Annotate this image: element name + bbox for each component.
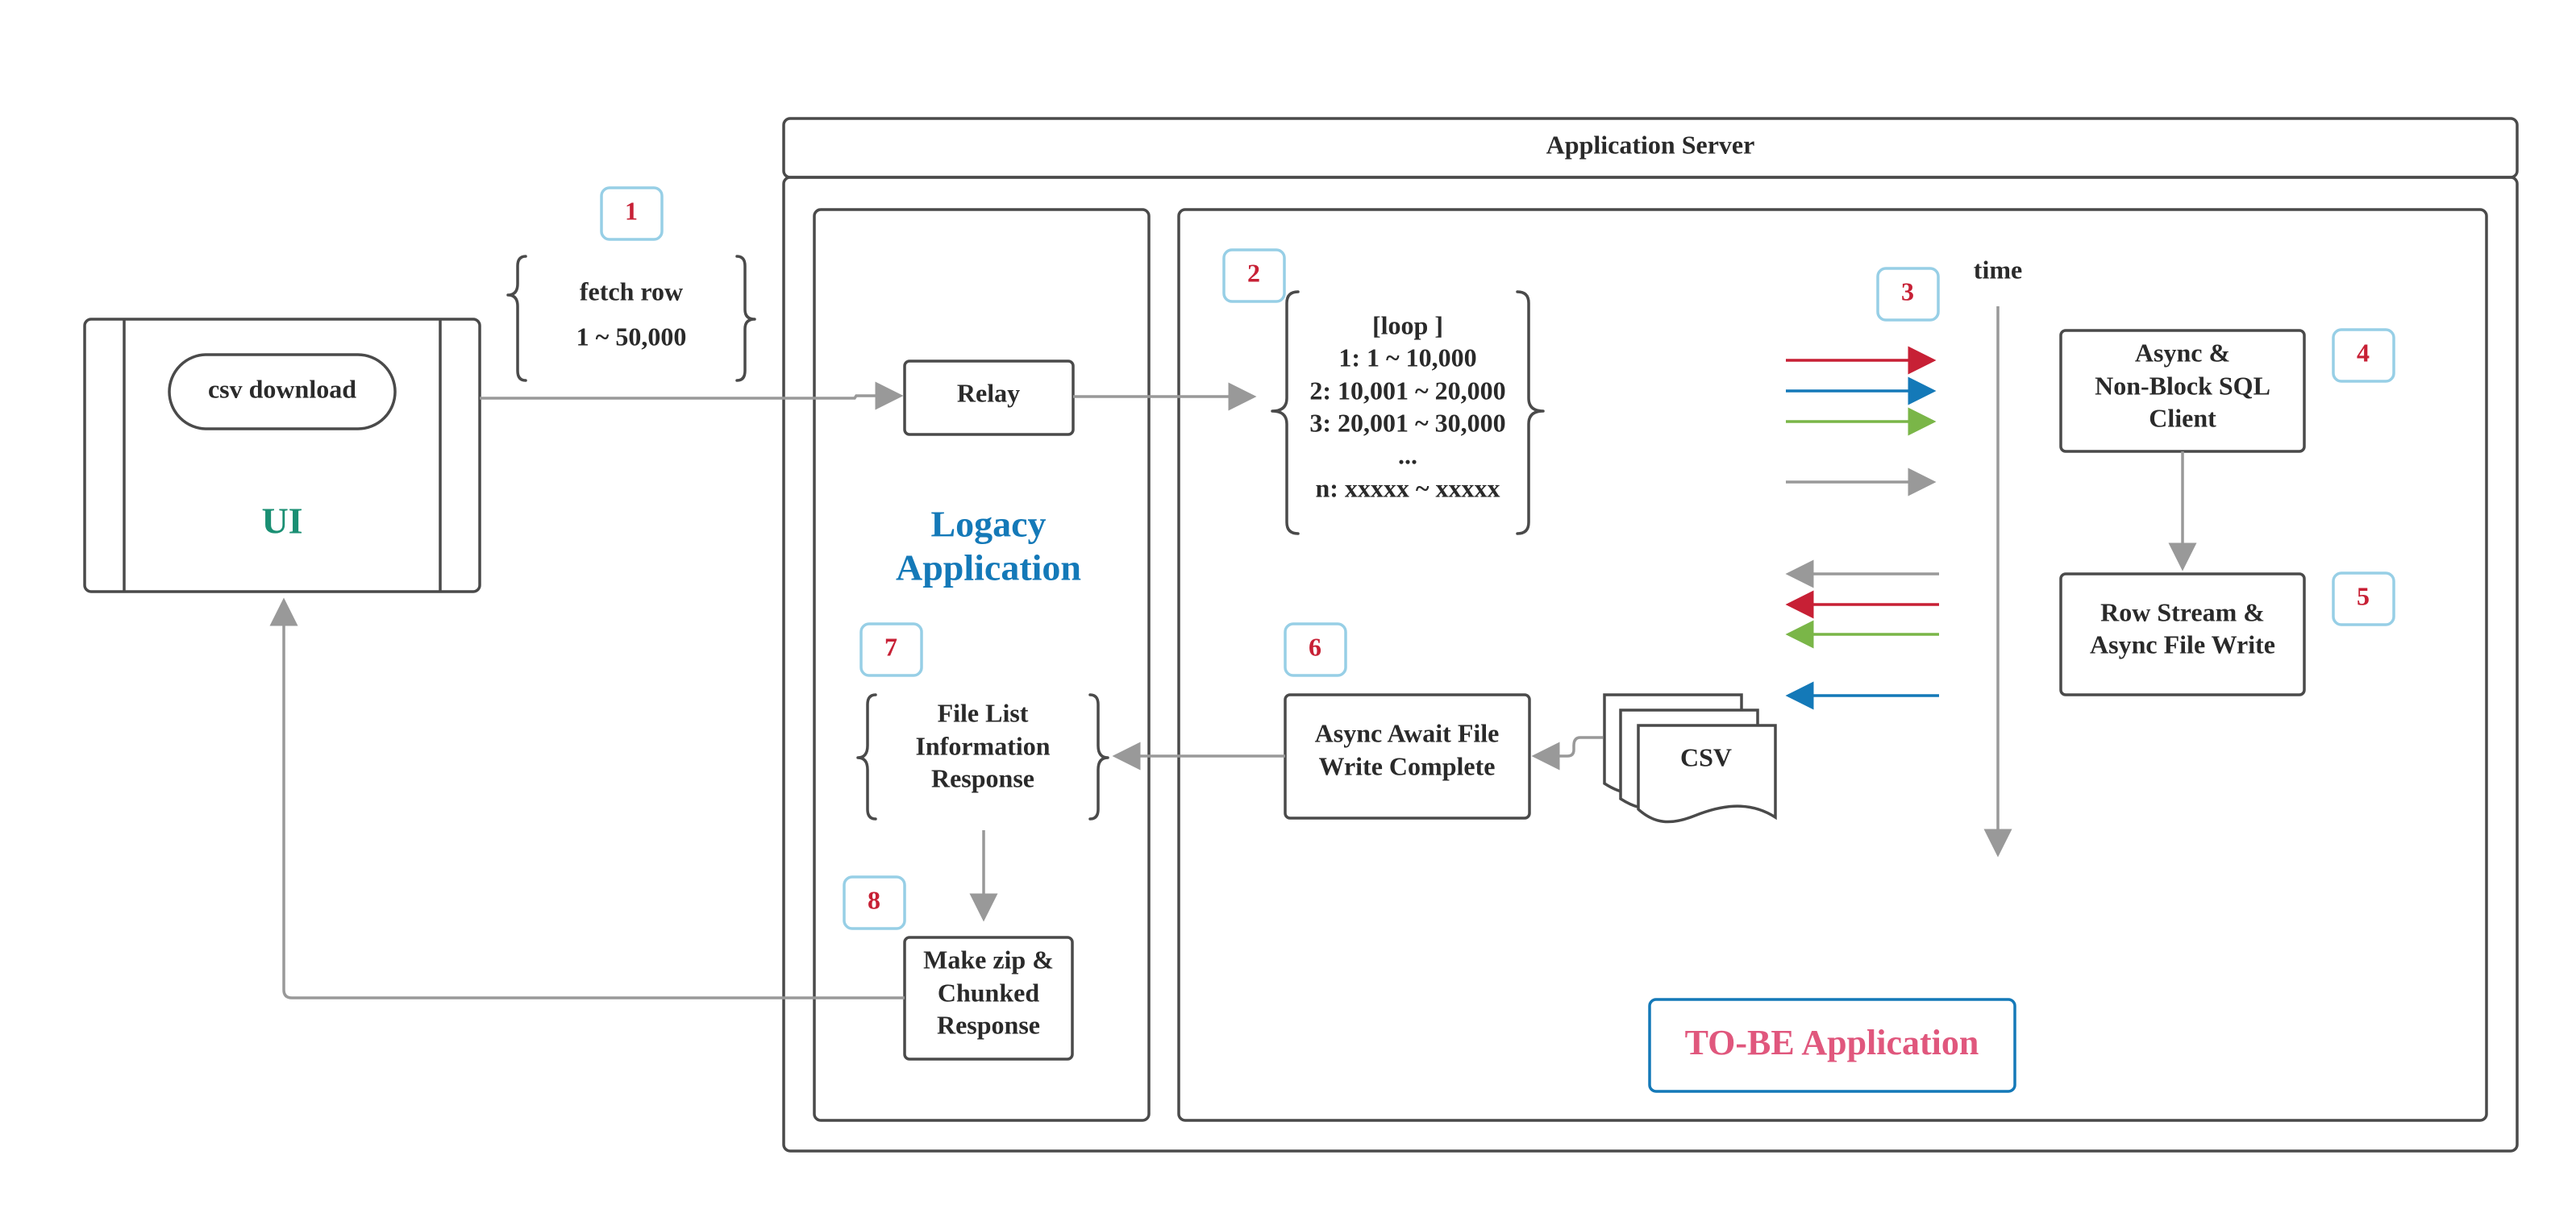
sql-client-line-0: Async &	[2135, 338, 2230, 367]
step-badge-3-number: 3	[1901, 276, 1914, 305]
sql-client-box: Async & Non-Block SQL Client	[2059, 329, 2306, 453]
step-badge-1: 1	[600, 186, 664, 241]
ui-panel: csv download UI	[83, 318, 481, 593]
step-badge-8-number: 8	[868, 885, 880, 914]
csv-label: CSV	[1680, 742, 1732, 771]
legacy-title-line2: Application	[896, 547, 1081, 588]
loop-line-0: [loop ]	[1372, 310, 1443, 339]
step-badge-7-number: 7	[884, 632, 897, 661]
step-badge-6-number: 6	[1309, 632, 1321, 661]
step-badge-5: 5	[2332, 571, 2395, 626]
step-badge-1-number: 1	[625, 196, 638, 225]
step-badge-6: 6	[1284, 622, 1347, 677]
relay-label: Relay	[957, 378, 1020, 407]
row-stream-box: Row Stream & Async File Write	[2059, 572, 2306, 696]
make-zip-line-1: Chunked	[938, 978, 1040, 1007]
loop-line-2: 2: 10,001 ~ 20,000	[1309, 376, 1505, 405]
step-badge-2-number: 2	[1247, 258, 1260, 287]
make-zip-line-2: Response	[937, 1010, 1040, 1039]
csv-download-label: csv download	[208, 374, 356, 403]
file-list-line-0: File List	[938, 698, 1029, 727]
step-badge-7: 7	[859, 622, 923, 677]
file-list-line-1: Information	[915, 731, 1050, 760]
row-stream-line-1: Async File Write	[2090, 630, 2275, 659]
legacy-application: Logacy Application	[813, 208, 1151, 1122]
time-label: time	[1974, 255, 2022, 284]
fetch-row-label: fetch row	[580, 276, 683, 305]
step-badge-2: 2	[1222, 248, 1286, 303]
loop-line-4: ...	[1398, 440, 1417, 469]
tobe-application: TO-BE Application	[1177, 208, 2488, 1122]
sql-client-line-1: Non-Block SQL	[2095, 371, 2270, 400]
make-zip-box: Make zip & Chunked Response	[903, 936, 1074, 1061]
arrow-zip-to-ui	[269, 597, 905, 999]
csv-documents: CSV	[1603, 693, 1777, 824]
application-server-title: Application Server	[1546, 130, 1755, 159]
loop-line-5: n: xxxxx ~ xxxxx	[1315, 473, 1500, 502]
loop-note: [loop ] 1: 1 ~ 10,000 2: 10,001 ~ 20,000…	[1271, 290, 1545, 535]
fetch-row-range: 1 ~ 50,000	[576, 322, 687, 351]
arrow-ui-to-relay	[480, 381, 904, 410]
tobe-title: TO-BE Application	[1685, 1023, 1979, 1062]
loop-line-1: 1: 1 ~ 10,000	[1338, 343, 1476, 372]
row-stream-line-0: Row Stream &	[2100, 597, 2265, 626]
step-badge-4: 4	[2332, 328, 2395, 383]
step-badge-5-number: 5	[2357, 581, 2370, 610]
legacy-title-line1: Logacy	[930, 504, 1046, 545]
file-list-note: File List Information Response	[856, 693, 1109, 821]
application-server: Application Server	[782, 117, 2519, 1153]
step-badge-4-number: 4	[2357, 338, 2370, 367]
csv-download-button[interactable]: csv download	[168, 353, 397, 430]
fetch-row-note: fetch row 1 ~ 50,000	[506, 255, 756, 382]
step-badge-3: 3	[1876, 267, 1940, 322]
relay-box: Relay	[903, 359, 1075, 436]
sql-client-line-2: Client	[2149, 403, 2216, 432]
await-line-1: Write Complete	[1319, 751, 1496, 780]
loop-line-3: 3: 20,001 ~ 30,000	[1309, 408, 1505, 437]
flow-arrows	[1785, 346, 1939, 710]
step-badge-8: 8	[843, 875, 906, 930]
await-line-0: Async Await File	[1315, 718, 1500, 747]
ui-title: UI	[261, 501, 302, 542]
file-list-line-2: Response	[931, 763, 1034, 792]
arrow-csv-to-await	[1531, 736, 1603, 771]
connectors	[269, 381, 2197, 999]
await-box: Async Await File Write Complete	[1284, 693, 1531, 820]
make-zip-line-0: Make zip &	[923, 945, 1054, 974]
